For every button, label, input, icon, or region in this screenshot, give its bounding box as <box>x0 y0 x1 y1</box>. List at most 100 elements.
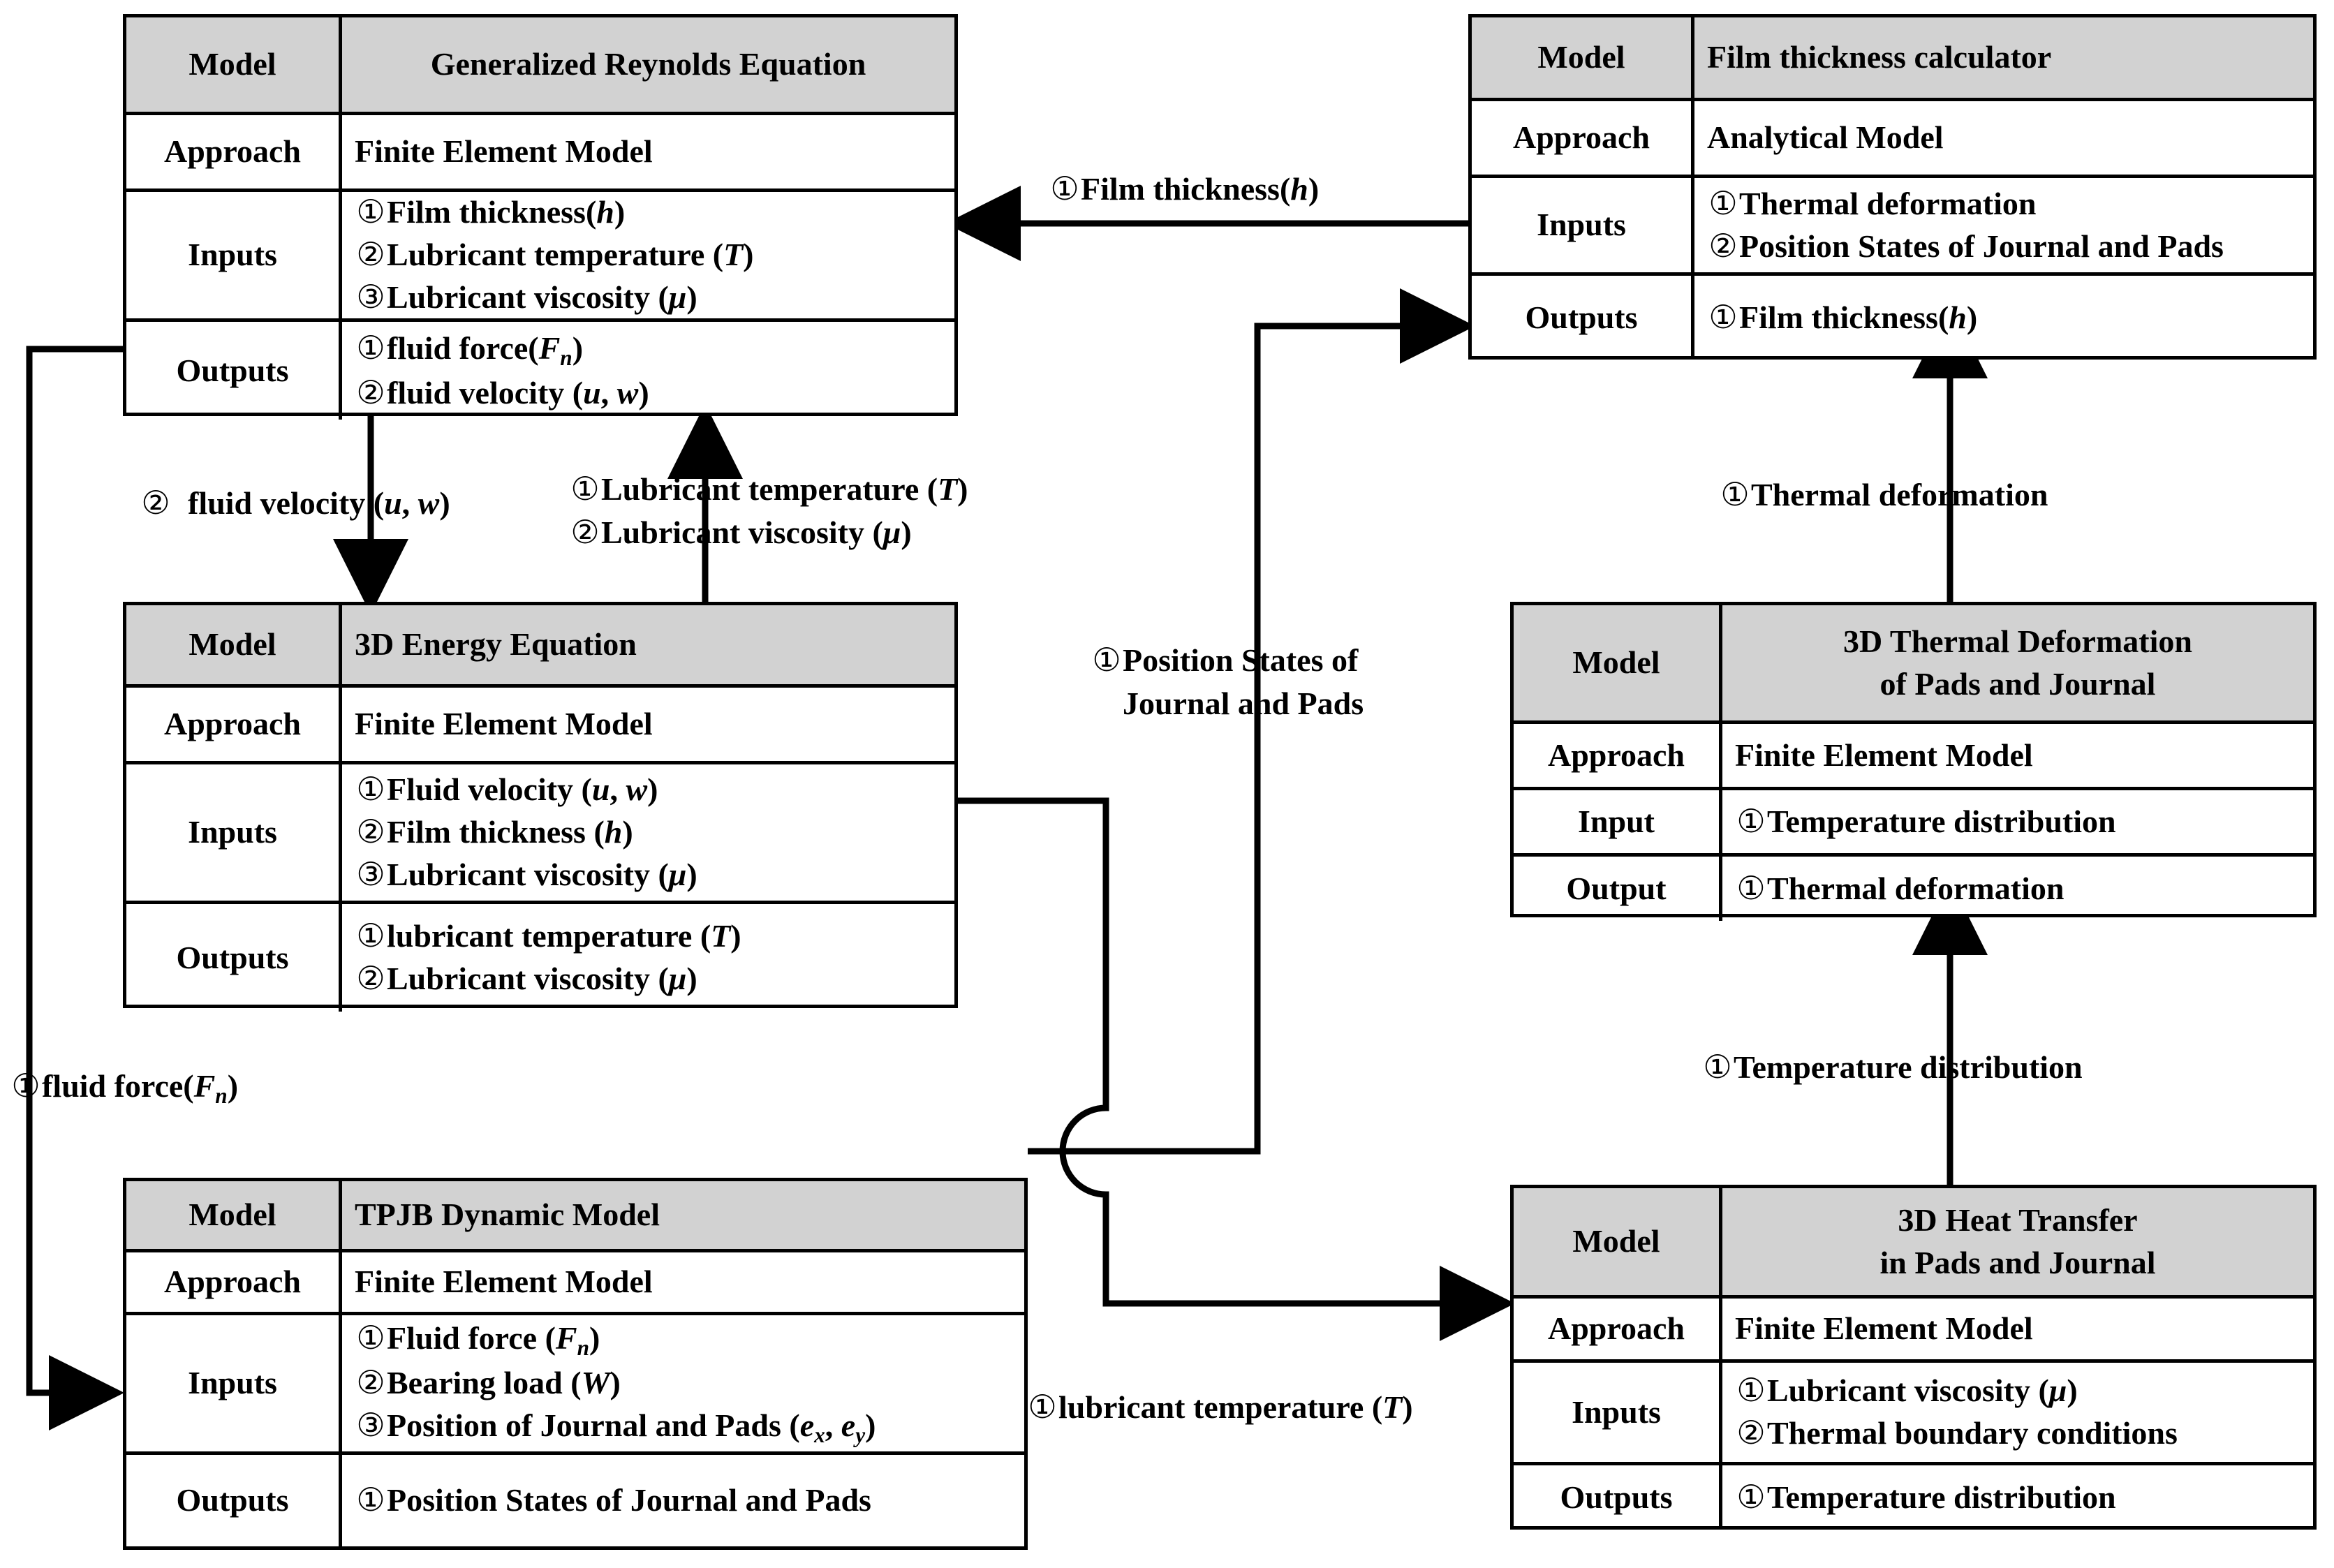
outputs-list: ①lubricant temperature (T) ②Lubricant vi… <box>342 904 954 1012</box>
row-label-outputs: Outputs <box>126 322 342 420</box>
outputs-list: ①Thermal deformation <box>1722 857 2313 921</box>
list-item: ①Temperature distribution <box>1735 1477 2300 1519</box>
model-value: 3D Heat Transfer in Pads and Journal <box>1722 1188 2313 1295</box>
row-label-model: Model <box>1514 1188 1722 1295</box>
row-label-output: Output <box>1514 857 1722 921</box>
list-item: ①fluid force(Fn) <box>355 327 942 372</box>
item-number: ② <box>356 961 385 996</box>
list-item: ②Thermal boundary conditions <box>1735 1412 2300 1455</box>
item-number: ① <box>1703 1049 1732 1085</box>
row-outputs: Outputs ①fluid force(Fn) ②fluid velocity… <box>126 322 954 420</box>
list-item: ①Fluid velocity (u, w) <box>355 769 942 811</box>
edge-label-thermal-deformation: ①Thermal deformation <box>1719 473 2048 517</box>
row-inputs: Inputs ①Fluid velocity (u, w) ②Film thic… <box>126 764 954 904</box>
item-number: ② <box>141 485 170 521</box>
row-approach: Approach Finite Element Model <box>126 115 954 192</box>
item-number: ① <box>356 771 385 808</box>
item-number: ① <box>11 1068 40 1104</box>
inputs-list: ①Fluid velocity (u, w) ②Film thickness (… <box>342 764 954 901</box>
row-inputs: Inputs ①Thermal deformation ②Position St… <box>1472 178 2313 276</box>
item-number: ① <box>1708 185 1738 221</box>
outputs-list: ①Temperature distribution <box>1722 1465 2313 1530</box>
approach-value: Finite Element Model <box>1735 1310 2033 1347</box>
edge-label-line-2: ②Lubricant viscosity (μ) <box>569 511 968 554</box>
approach-value: Finite Element Model <box>1735 737 2033 773</box>
row-inputs: Inputs ①Fluid force (Fn) ②Bearing load (… <box>126 1315 1024 1455</box>
model-value-line-2: of Pads and Journal <box>1879 665 2156 702</box>
block-generalized-reynolds-equation: Model Generalized Reynolds Equation Appr… <box>123 14 958 420</box>
list-item: ③Lubricant viscosity (μ) <box>355 854 942 896</box>
list-item: ①Thermal deformation <box>1707 183 2300 225</box>
block-3d-energy-equation: Model 3D Energy Equation Approach Finite… <box>123 602 958 1012</box>
outputs-list: ①Position States of Journal and Pads <box>342 1455 1024 1546</box>
item-number: ① <box>1028 1389 1057 1425</box>
row-label-outputs: Outputs <box>1472 276 1694 360</box>
row-approach: Approach Finite Element Model <box>126 1252 1024 1315</box>
list-item: ②Bearing load (W) <box>355 1362 1012 1405</box>
item-number: ① <box>356 1320 385 1356</box>
model-value-line-1: 3D Thermal Deformation <box>1843 623 2192 659</box>
row-model: Model TPJB Dynamic Model <box>126 1181 1024 1252</box>
inputs-list: ①Film thickness(h) ②Lubricant temperatur… <box>342 192 954 318</box>
row-label-inputs: Inputs <box>1514 1363 1722 1462</box>
item-number: ② <box>356 814 385 850</box>
list-item: ②Lubricant temperature (T) <box>355 234 942 276</box>
row-label-inputs: Inputs <box>126 1315 342 1451</box>
model-value: 3D Energy Equation <box>342 605 954 684</box>
item-number: ③ <box>356 1407 385 1443</box>
list-item: ②fluid velocity (u, w) <box>355 372 942 415</box>
list-item: ①Film thickness(h) <box>355 191 942 234</box>
list-item: ①Film thickness(h) <box>1707 297 2300 339</box>
item-number: ② <box>356 237 385 273</box>
item-number: ① <box>1736 1373 1766 1409</box>
item-number: ① <box>1736 803 1766 839</box>
row-label-model: Model <box>126 605 342 684</box>
list-item: ①Lubricant viscosity (μ) <box>1735 1370 2300 1412</box>
edge-label-text: Temperature distribution <box>1734 1049 2083 1085</box>
row-label-inputs: Inputs <box>1472 178 1694 272</box>
model-value: Film thickness calculator <box>1694 17 2313 98</box>
item-number: ③ <box>356 279 385 315</box>
row-label-approach: Approach <box>126 688 342 761</box>
row-outputs: Outputs ①lubricant temperature (T) ②Lubr… <box>126 904 954 1012</box>
row-label-model: Model <box>1514 605 1722 720</box>
list-item: ②Film thickness (h) <box>355 811 942 854</box>
row-label-approach: Approach <box>1514 724 1722 787</box>
model-value-line-1: 3D Heat Transfer <box>1898 1201 2138 1238</box>
edge-label-lubricant-temperature: ①lubricant temperature (T) <box>1026 1386 1412 1429</box>
row-approach: Approach Analytical Model <box>1472 101 2313 178</box>
row-label-model: Model <box>126 1181 342 1249</box>
row-label-model: Model <box>126 17 342 112</box>
item-number: ② <box>356 1365 385 1401</box>
model-value: Generalized Reynolds Equation <box>342 17 954 112</box>
inputs-list: ①Fluid force (Fn) ②Bearing load (W) ③Pos… <box>342 1315 1024 1451</box>
row-label-outputs: Outputs <box>126 904 342 1012</box>
row-model: Model 3D Heat Transfer in Pads and Journ… <box>1514 1188 2313 1299</box>
model-value: TPJB Dynamic Model <box>342 1181 1024 1249</box>
item-number: ① <box>356 918 385 954</box>
inputs-list: ①Temperature distribution <box>1722 790 2313 853</box>
block-3d-thermal-deformation: Model 3D Thermal Deformation of Pads and… <box>1510 602 2317 921</box>
row-model: Model Film thickness calculator <box>1472 17 2313 101</box>
item-number: ① <box>570 471 600 507</box>
row-label-model: Model <box>1472 17 1694 98</box>
row-label-inputs: Inputs <box>126 192 342 318</box>
approach-value: Finite Element Model <box>355 706 653 742</box>
block-tpjb-dynamic-model: Model TPJB Dynamic Model Approach Finite… <box>123 1178 1028 1550</box>
edge-label-film-thickness: ①Film thickness(h) <box>1049 168 1319 211</box>
item-number: ② <box>1708 228 1738 264</box>
item-number: ③ <box>356 856 385 892</box>
list-item: ①lubricant temperature (T) <box>355 915 942 958</box>
row-label-approach: Approach <box>1472 101 1694 175</box>
model-value: 3D Thermal Deformation of Pads and Journ… <box>1722 605 2313 720</box>
model-value-line-2: in Pads and Journal <box>1879 1244 2156 1280</box>
row-inputs: Inputs ①Lubricant viscosity (μ) ②Thermal… <box>1514 1363 2313 1465</box>
approach-value: Analytical Model <box>1707 119 1944 156</box>
edge-label-fluid-velocity: ② fluid velocity (u, w) <box>140 482 450 525</box>
row-label-outputs: Outputs <box>1514 1465 1722 1530</box>
list-item: ③Position of Journal and Pads (ex, ey) <box>355 1405 1012 1449</box>
row-label-approach: Approach <box>1514 1299 1722 1359</box>
row-model: Model Generalized Reynolds Equation <box>126 17 954 115</box>
row-label-outputs: Outputs <box>126 1455 342 1546</box>
